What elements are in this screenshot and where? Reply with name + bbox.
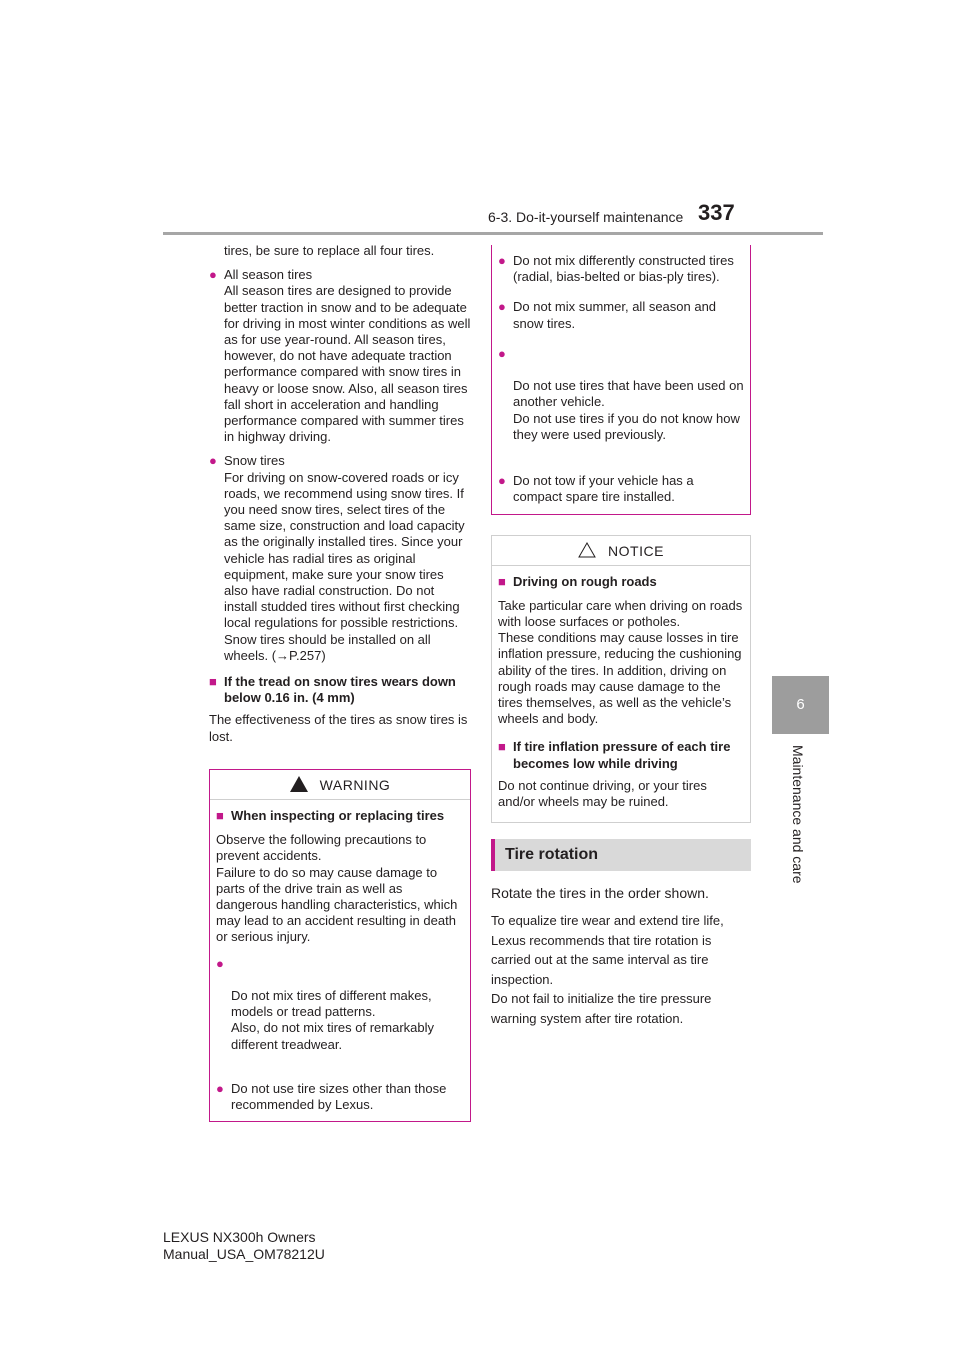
list-item: ● Do not mix summer, all season and snow… — [498, 299, 717, 331]
bullet-icon: ● — [216, 1080, 224, 1096]
notice-text: Take particular care when driving on roa… — [498, 597, 743, 727]
list-item: ● Snow tires For driving on snow-covered… — [209, 453, 471, 664]
notice-box: NOTICE ■ Driving on rough roads Take par… — [491, 534, 751, 824]
list-item: ● Do not tow if your vehicle has a compa… — [498, 473, 694, 505]
warning-subheading: ■ When inspecting or replacing tires — [216, 807, 445, 823]
bullet-icon: ● — [498, 345, 506, 361]
bullet-icon: ● — [209, 453, 217, 469]
list-item: ● All season tires All season tires are … — [209, 267, 471, 445]
bullet-icon: ● — [498, 473, 506, 489]
square-bullet-icon: ■ — [209, 674, 217, 690]
square-bullet-icon: ■ — [498, 573, 506, 589]
footer-text: LEXUS NX300h Owners Manual_USA_OM78212U — [163, 1229, 325, 1262]
rotation-lead: Rotate the tires in the order shown. — [491, 885, 709, 902]
list-item: ● Do not mix differently constructed tir… — [498, 253, 734, 285]
header-section-title: 6-3. Do-it-yourself maintenance — [488, 209, 684, 225]
notice-subheading: ■ Driving on rough roads — [498, 573, 657, 589]
bullet-icon: ● — [216, 955, 224, 971]
bullet-icon: ● — [498, 299, 506, 315]
bullet-text: For driving on snow-covered roads or icy… — [224, 469, 465, 663]
notice-icon — [578, 541, 596, 558]
warning-box: WARNING ■ When inspecting or replacing t… — [209, 768, 471, 1123]
list-item: ● Do not mix tires of different makes, m… — [216, 955, 435, 1052]
warning-text: Observe the following precautions to pre… — [216, 832, 458, 945]
page-number: 337 — [698, 200, 735, 225]
subheading: ■ If the tread on snow tires wears down … — [209, 674, 456, 706]
chapter-label: Maintenance and care — [790, 745, 806, 884]
bullet-title: Snow tires — [224, 453, 285, 469]
square-bullet-icon: ■ — [498, 739, 506, 755]
subheading-text: The effectiveness of the tires as snow t… — [209, 712, 468, 744]
right-column: ● Do not mix differently constructed tir… — [491, 245, 751, 1032]
notice-title: NOTICE — [492, 536, 750, 566]
section-heading: Tire rotation — [491, 839, 751, 872]
list-item: ● Do not use tires that have been used o… — [498, 345, 744, 442]
warning-icon — [289, 775, 308, 792]
header-divider — [163, 232, 823, 235]
notice-text: Do not continue driving, or your tires a… — [498, 777, 707, 810]
bullet-icon: ● — [209, 267, 217, 283]
bullet-icon: ● — [498, 253, 506, 268]
notice-subheading: ■ If tire inflation pressure of each tir… — [498, 739, 731, 771]
warning-title: WARNING — [210, 770, 470, 800]
square-bullet-icon: ■ — [216, 807, 224, 823]
rotation-text: To equalize tire wear and extend tire li… — [491, 913, 724, 1026]
intro-text: tires, be sure to replace all four tires… — [224, 243, 435, 258]
warning-continued-box: ● Do not mix differently constructed tir… — [491, 245, 751, 515]
left-column: tires, be sure to replace all four tires… — [209, 243, 471, 1123]
bullet-title: All season tires — [224, 267, 313, 283]
bullet-text: All season tires are designed to provide… — [224, 283, 471, 445]
list-item: ● Do not use tire sizes other than those… — [216, 1080, 447, 1113]
chapter-tab[interactable]: 6 — [772, 676, 829, 734]
